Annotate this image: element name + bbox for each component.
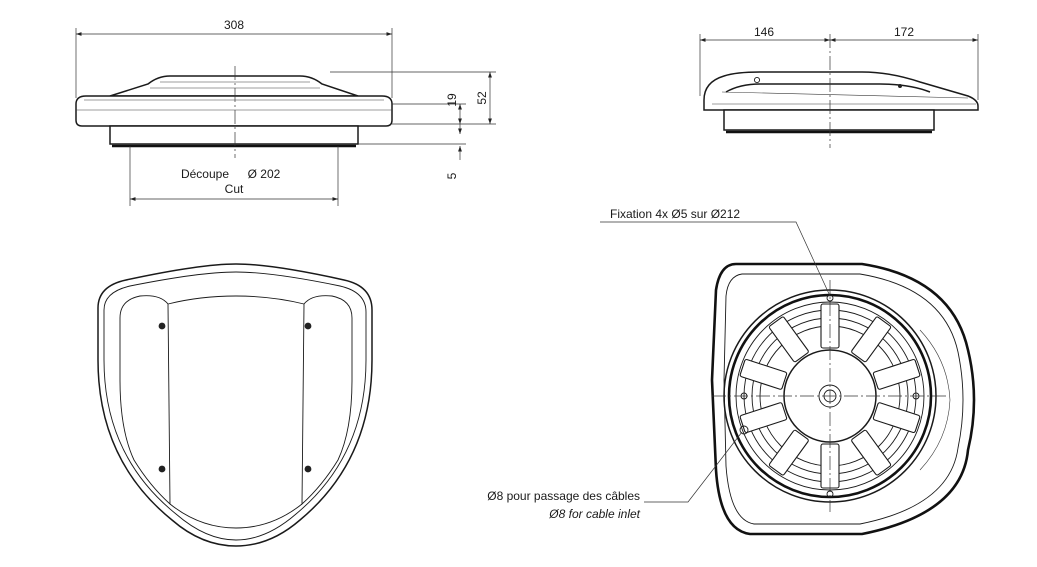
side-flange-outline — [723, 109, 935, 131]
fan-blade — [768, 316, 809, 363]
fan-blade — [872, 402, 921, 434]
fixing-hole-icon — [304, 465, 312, 473]
fixing-hole-icon — [740, 392, 748, 400]
dome-top-outline — [109, 75, 359, 97]
dim-side-right: 172 — [894, 25, 914, 39]
cable-inlet-hole-icon — [739, 425, 749, 435]
dim-overall-width: 308 — [224, 18, 244, 32]
fixing-hole-icon — [158, 465, 166, 473]
screw-head-icon — [753, 76, 761, 84]
dim-height-base: 19 — [445, 93, 459, 107]
fan-blades — [739, 303, 921, 489]
dim-side-left: 146 — [754, 25, 774, 39]
dim-overall-height: 52 — [475, 91, 489, 105]
fan-blade — [851, 316, 892, 363]
mounting-flange-outline — [109, 125, 359, 145]
fan-blade — [739, 358, 788, 390]
fan-blade — [768, 429, 809, 476]
cutout-diameter: Ø 202 — [248, 167, 281, 181]
dim-flange-step: 5 — [445, 172, 459, 179]
fixation-annotation: Fixation 4x Ø5 sur Ø212 — [610, 207, 740, 221]
side-elevation-view: 146 172 — [699, 25, 979, 148]
cable-inlet-annotation-en: Ø8 for cable inlet — [548, 507, 640, 521]
fixing-hole-icon — [158, 322, 166, 330]
fan-blade — [739, 402, 788, 434]
cutout-sub-label: Cut — [225, 182, 244, 196]
cutout-label: Découpe — [181, 167, 229, 181]
cable-inlet-annotation-fr: Ø8 pour passage des câbles — [487, 489, 640, 503]
fan-blade — [851, 429, 892, 476]
underside-view: Fixation 4x Ø5 sur Ø212 Ø8 pour passage … — [487, 207, 976, 536]
fixing-hole-icon — [826, 294, 834, 302]
fixing-hole-icon — [304, 322, 312, 330]
fixing-hole-icon — [912, 392, 920, 400]
top-plan-view — [97, 263, 373, 547]
cap-plan-outline — [97, 263, 373, 547]
front-elevation-view: 308 19 52 5 Découpe Ø 202 Cut — [75, 18, 496, 206]
fixing-hole-icon — [826, 490, 834, 498]
fan-blade — [872, 358, 921, 390]
cap-body-outline — [75, 95, 393, 127]
